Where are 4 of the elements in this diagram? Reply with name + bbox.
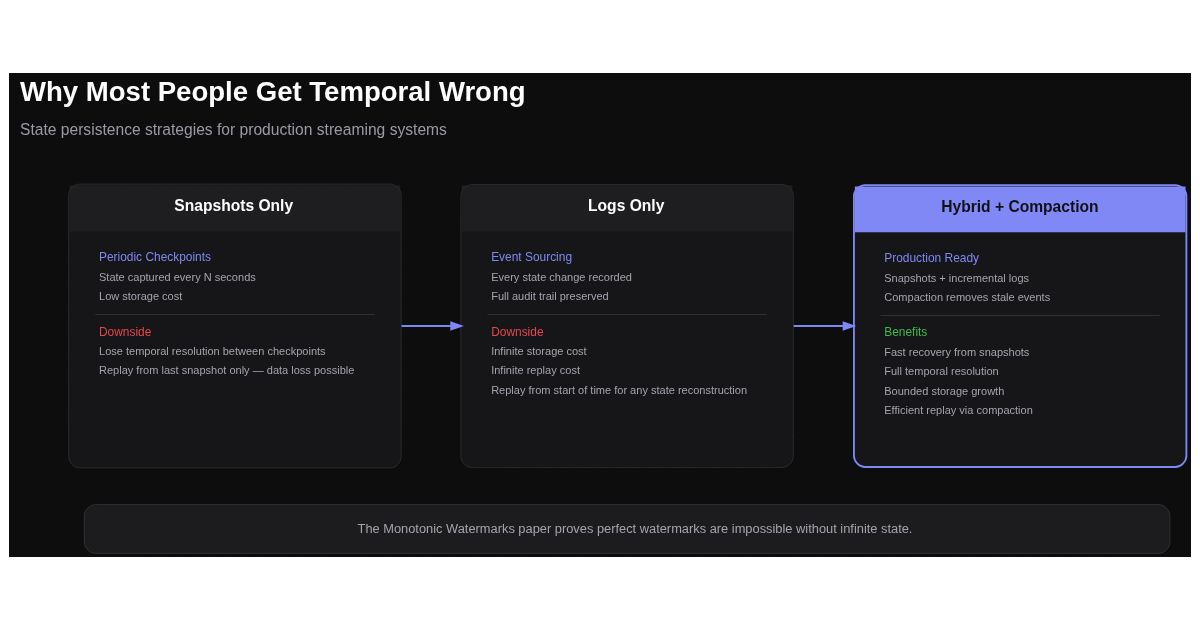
arrow: [401, 321, 464, 331]
arrow: [793, 321, 857, 331]
diagram-title: Why Most People Get Temporal Wrong: [20, 76, 526, 108]
label: State persistence strategies for production streaming systems: [20, 120, 447, 138]
